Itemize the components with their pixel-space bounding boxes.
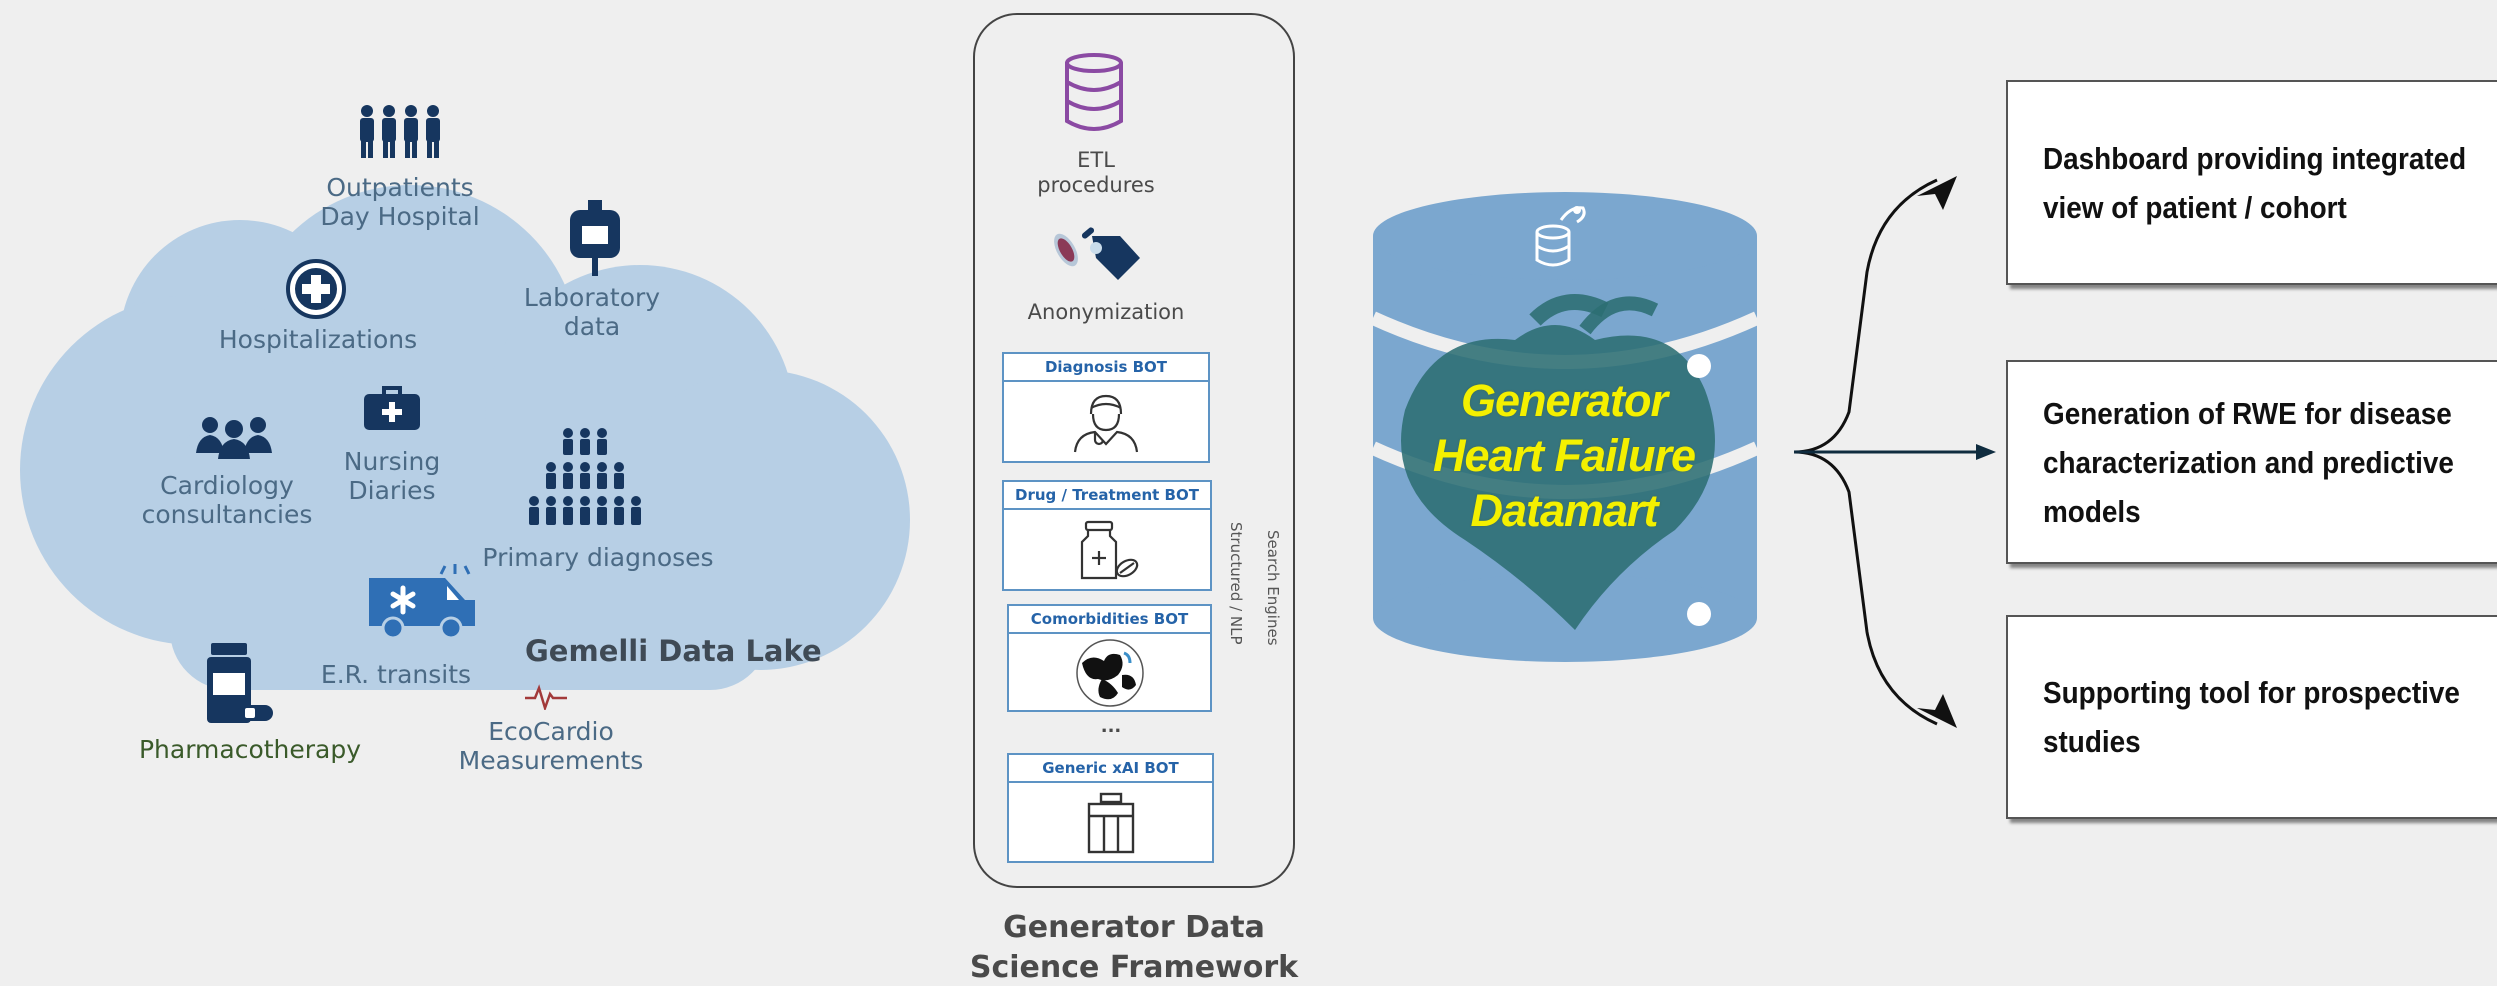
table-icon [1087,792,1134,854]
population-icon [529,428,641,525]
doctor-icon [1073,394,1139,452]
hospitalizations-label: Hospitalizations [218,325,418,354]
structured-nlp-text: Structured / NLP [1227,522,1245,645]
pill-bottle-icon [207,643,273,723]
anonymization-label: Anonymization [1027,300,1185,324]
organs-icon [1075,639,1144,707]
bot-diagnosis: Diagnosis BOT [1002,352,1210,463]
framework-container [973,13,1295,888]
heartbeat-icon [525,684,567,710]
bot-title: Generic xAI BOT [1009,755,1212,783]
bot-ellipsis: ... [1100,716,1122,737]
bot-drug-treatment: Drug / Treatment BOT [1002,480,1212,591]
data-lake-title: Gemelli Data Lake [525,634,822,668]
medicine-icon [1080,520,1139,579]
output-arrows [1793,176,1996,728]
er-transits-label: E.R. transits [320,660,472,689]
bot-title: Comorbidities BOT [1009,606,1210,634]
anonymization-icon [1054,227,1140,280]
pharmacotherapy-label: Pharmacotherapy [138,735,362,764]
bot-title: Drug / Treatment BOT [1004,482,1210,510]
heart-icon [1401,294,1715,630]
medical-bag-icon [364,386,420,430]
search-engines-text: Search Engines [1264,530,1282,646]
bot-title: Diagnosis BOT [1004,354,1208,382]
ambulance-icon [369,564,475,640]
data-lake-cloud [0,185,940,800]
datamart-cylinder [1370,192,1760,662]
hospital-cross-icon [286,259,346,319]
bot-comorbidities: Comorbidities BOT [1007,604,1212,712]
laboratory-icon [570,200,620,276]
team-icon [196,417,272,459]
primary-diagnoses-label: Primary diagnoses [482,543,714,572]
database-icon [1065,53,1123,131]
bot-generic-xai: Generic xAI BOT [1007,753,1214,863]
outpatients-icon [360,105,440,158]
